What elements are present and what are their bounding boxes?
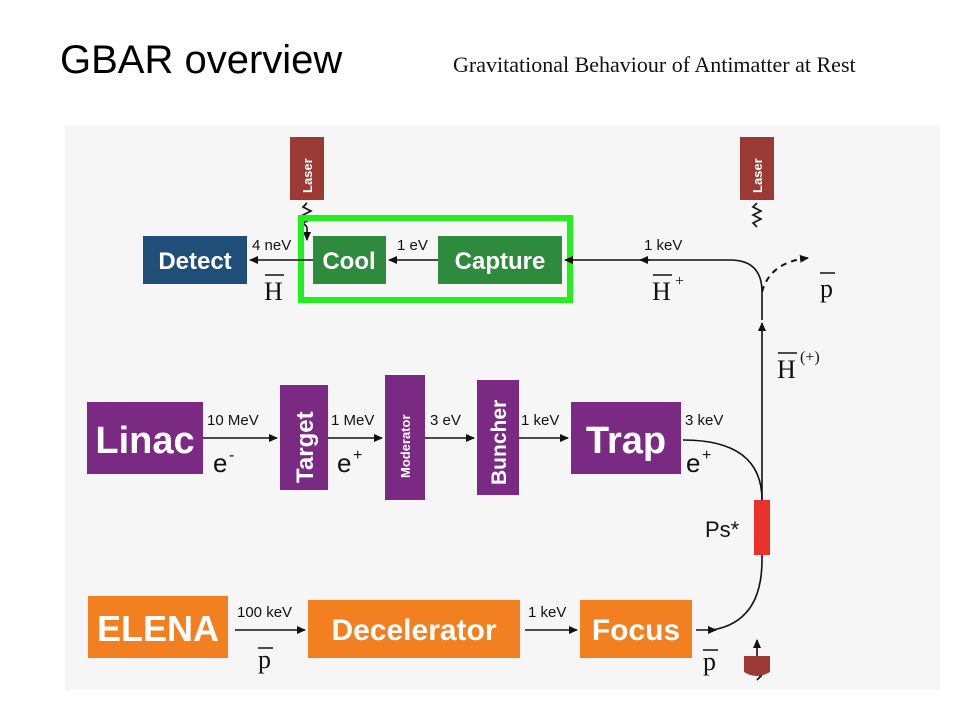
energy-1mev: 1 MeV: [331, 412, 374, 429]
linac-label: Linac: [95, 420, 194, 462]
capture-box: [438, 236, 562, 284]
energy-1kev-bottom: 1 keV: [528, 604, 566, 621]
p-bar-top: p: [820, 274, 833, 303]
ps-star-label: Ps*: [705, 517, 740, 542]
energy-10mev: 10 MeV: [207, 412, 259, 429]
antiproton-dashed-path: [761, 254, 809, 293]
elena-box: [88, 596, 228, 658]
focus-box: [580, 600, 692, 658]
energy-100kev: 100 keV: [237, 604, 292, 621]
h-bar-symbol: H: [264, 277, 283, 306]
slide-title: GBAR overview: [60, 38, 343, 82]
capture-label: Capture: [455, 248, 546, 275]
laser-left: Laser: [290, 137, 324, 241]
focus-label: Focus: [592, 614, 680, 647]
antiproton-to-ps: [711, 559, 763, 631]
p-bar-bottom-2: p: [703, 647, 716, 676]
electron-sup: -: [229, 447, 234, 464]
decelerator-label: Decelerator: [331, 614, 496, 647]
positron-sup-2: +: [702, 447, 711, 464]
linac-box: [87, 402, 203, 474]
h-bar-plus-sup: +: [675, 273, 684, 290]
laser-left-label: Laser: [300, 158, 315, 193]
laser-right: Laser: [740, 137, 774, 228]
decelerator-box: [308, 600, 520, 658]
energy-1kev-top: 1 keV: [644, 237, 682, 254]
trap-box: [571, 402, 681, 474]
bottom-source: [744, 639, 770, 681]
buncher-box: [477, 380, 519, 495]
h-bar-paren-symbol: H: [777, 355, 796, 384]
moderator-box: [385, 375, 425, 500]
ps-star-target: [754, 500, 770, 555]
positron-symbol-1: e: [337, 448, 351, 478]
elena-label: ELENA: [97, 608, 219, 649]
slide-subtitle: Gravitational Behaviour of Antimatter at…: [453, 52, 856, 77]
detect-box: [143, 236, 247, 284]
detect-label: Detect: [158, 248, 231, 275]
energy-3kev: 3 keV: [685, 412, 723, 429]
positron-sup-1: +: [353, 447, 362, 464]
positron-symbol-2: e: [686, 448, 700, 478]
electron-symbol: e: [213, 448, 227, 478]
h-bar-plus-symbol: H: [652, 277, 671, 306]
h-bar-paren-sup: (+): [800, 349, 820, 366]
trap-label: Trap: [586, 420, 666, 462]
energy-3ev: 3 eV: [430, 412, 461, 429]
cool-label: Cool: [322, 248, 375, 275]
p-bar-bottom-1: p: [258, 645, 271, 674]
laser-right-label: Laser: [750, 158, 765, 193]
energy-4nev: 4 neV: [252, 237, 291, 254]
positron-to-ps: [682, 439, 763, 501]
target-label: Target: [292, 411, 319, 483]
energy-1kev-mid: 1 keV: [521, 412, 559, 429]
laser-right-beam: [751, 202, 763, 228]
moderator-label: Moderator: [398, 414, 413, 478]
cool-box: [313, 236, 386, 284]
energy-1ev: 1 eV: [397, 237, 428, 254]
buncher-label: Buncher: [488, 400, 511, 485]
target-box: [280, 385, 328, 490]
